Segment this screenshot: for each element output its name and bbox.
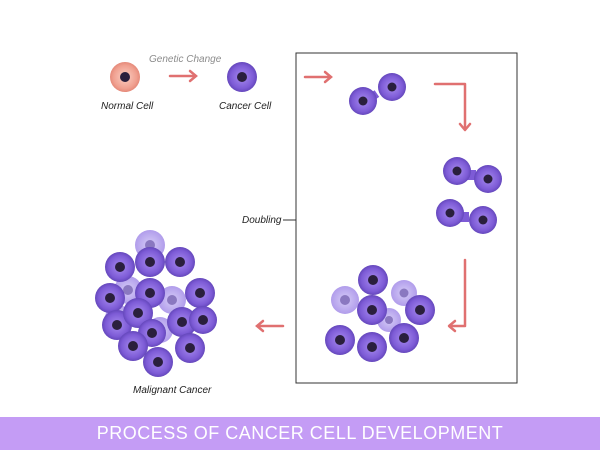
entry-arrow <box>303 70 333 84</box>
cancer-cell <box>118 331 148 361</box>
cancer-cell <box>105 252 135 282</box>
normal-cell-label: Normal Cell <box>101 101 154 112</box>
banner-title: PROCESS OF CANCER CELL DEVELOPMENT <box>96 423 504 443</box>
dividing-cell-pair-2 <box>443 157 502 193</box>
genetic-change-label: Genetic Change <box>149 54 222 65</box>
cancer-cell <box>167 307 197 337</box>
genetic-change-arrow <box>168 69 198 83</box>
malignant-arrow <box>255 319 285 333</box>
doubling-frame <box>295 52 518 384</box>
cancer-cell <box>175 333 205 363</box>
cancer-cell <box>357 332 387 362</box>
normal-cell <box>110 62 140 92</box>
cancer-cell <box>143 347 173 377</box>
cancer-cell <box>227 62 257 92</box>
doubling-label: Doubling <box>242 215 282 226</box>
dividing-cell-pair-3 <box>436 199 497 234</box>
cancer-cell-label: Cancer Cell <box>219 101 272 112</box>
cancer-cell <box>135 247 165 277</box>
cancer-cell <box>357 295 387 325</box>
cancer-cell <box>185 278 215 308</box>
cancer-cell <box>95 283 125 313</box>
cancer-cell <box>325 325 355 355</box>
cancer-cell <box>358 265 388 295</box>
faint-cell <box>331 286 359 314</box>
cancer-cell <box>123 298 153 328</box>
cancer-cell <box>405 295 435 325</box>
malignant-cancer-label: Malignant Cancer <box>133 385 212 396</box>
doubling-arrow-right-down <box>433 82 472 132</box>
malignant-cancer-cluster <box>95 230 217 377</box>
title-banner: PROCESS OF CANCER CELL DEVELOPMENT <box>0 417 600 450</box>
cancer-cell <box>389 323 419 353</box>
cancer-cell <box>165 247 195 277</box>
cell-group <box>325 265 435 362</box>
dividing-cell-pair-1 <box>349 73 406 115</box>
doubling-arrow-down-left <box>447 258 467 333</box>
cancer-cell <box>189 306 217 334</box>
